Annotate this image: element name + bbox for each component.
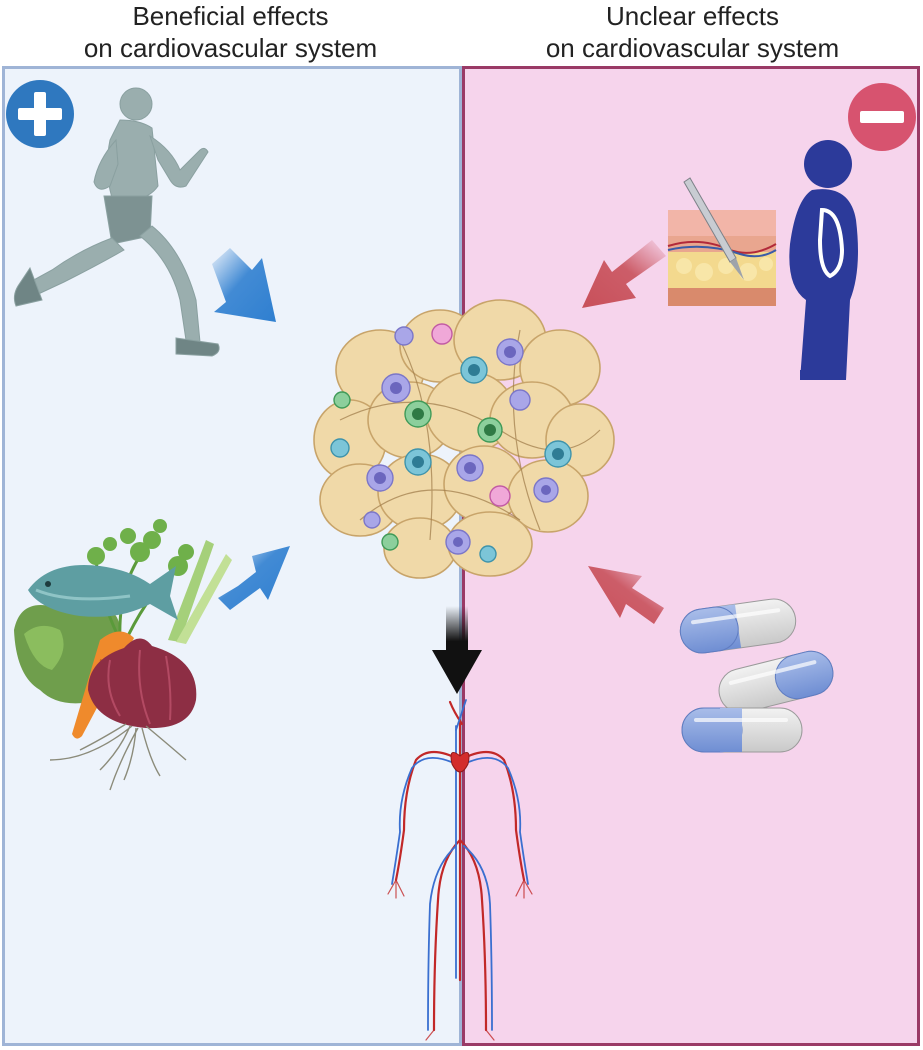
blue-arrow-upper	[212, 248, 276, 322]
heading-unclear-line1: Unclear effects	[606, 1, 779, 31]
food-icon	[14, 519, 232, 791]
obese-person-icon	[789, 140, 858, 380]
heading-beneficial-line2: on cardiovascular system	[83, 33, 378, 63]
heading-unclear: Unclear effects on cardiovascular system	[462, 0, 923, 64]
black-arrow	[432, 606, 482, 694]
circulatory-system-icon	[387, 699, 533, 1041]
red-arrow-lower	[588, 566, 664, 624]
red-arrow-upper	[582, 240, 666, 308]
heading-beneficial-line1: Beneficial effects	[132, 1, 329, 31]
plus-icon	[6, 80, 74, 148]
heading-unclear-line2: on cardiovascular system	[545, 33, 840, 63]
pills-icon	[679, 598, 834, 753]
skin-surgery-icon	[667, 177, 777, 306]
heading-beneficial: Beneficial effects on cardiovascular sys…	[0, 0, 461, 64]
minus-icon	[848, 83, 916, 151]
fat-tissue-icon	[313, 299, 615, 579]
blue-arrow-lower	[218, 546, 290, 610]
runner-icon	[13, 87, 220, 357]
